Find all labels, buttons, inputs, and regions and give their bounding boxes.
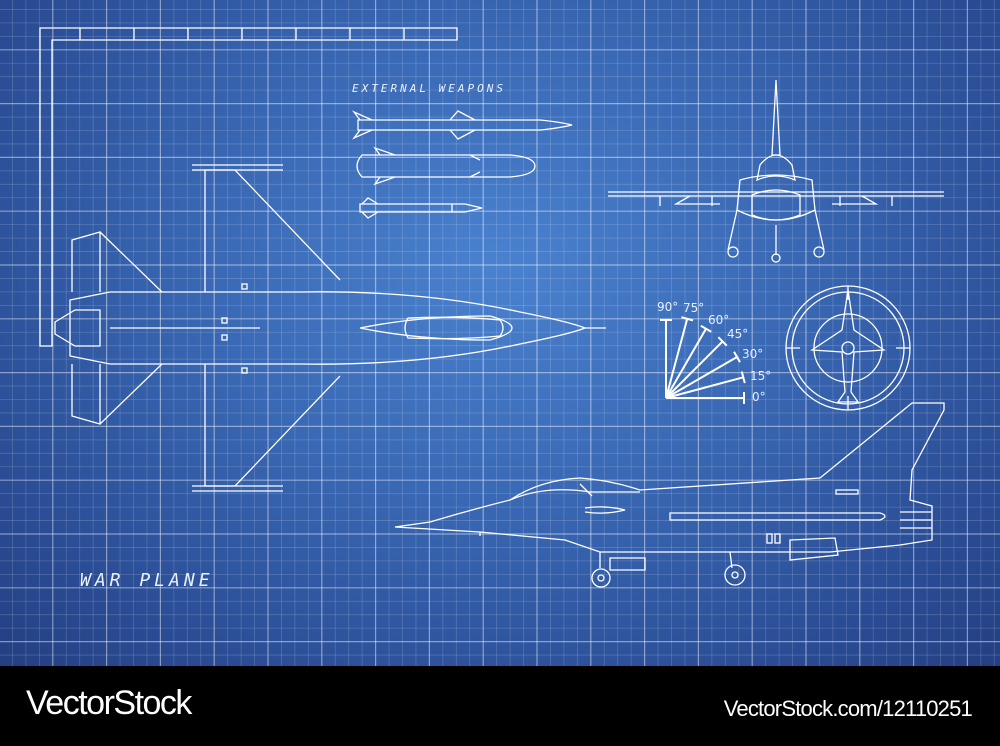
plane-top-view xyxy=(54,164,606,492)
angle-ray xyxy=(665,340,724,399)
angle-tick xyxy=(740,371,746,384)
angle-ray xyxy=(665,328,707,399)
footer-bar: VectorStock VectorStock.com/12110251 xyxy=(0,666,1000,746)
angle-ray xyxy=(665,318,689,399)
angle-tick xyxy=(700,324,712,333)
angle-label-45: 45° xyxy=(727,327,749,341)
angle-label-0: 0° xyxy=(752,390,766,404)
blueprint-canvas: EXTERNAL WEAPONS WAR PLANE 0° 15° 30° 45… xyxy=(0,0,1000,666)
angle-label-90: 90° xyxy=(657,300,679,314)
angle-label-30: 30° xyxy=(742,347,764,361)
war-plane-label: WAR PLANE xyxy=(80,570,214,591)
grid xyxy=(0,0,1000,666)
missile-3 xyxy=(359,197,483,219)
angle-tick xyxy=(717,336,728,347)
vectorstock-logo: VectorStock xyxy=(26,684,192,722)
angle-ray xyxy=(665,356,738,399)
plane-front-view xyxy=(608,79,944,263)
angle-label-60: 60° xyxy=(708,313,730,327)
missile-1 xyxy=(351,110,573,140)
plane-side-view xyxy=(394,402,945,588)
image-reference: VectorStock.com/12110251 xyxy=(723,696,973,721)
missile-2 xyxy=(356,146,536,186)
angle-tick xyxy=(733,351,741,363)
angle-ray xyxy=(665,376,744,399)
angle-tick xyxy=(681,316,694,322)
angle-scale xyxy=(660,316,746,404)
angle-label-15: 15° xyxy=(750,369,772,383)
angle-label-75: 75° xyxy=(683,301,705,315)
compass xyxy=(785,285,911,411)
external-weapons-label: EXTERNAL WEAPONS xyxy=(352,82,506,95)
blueprint-drawing xyxy=(0,0,1000,666)
ruler xyxy=(39,27,458,347)
